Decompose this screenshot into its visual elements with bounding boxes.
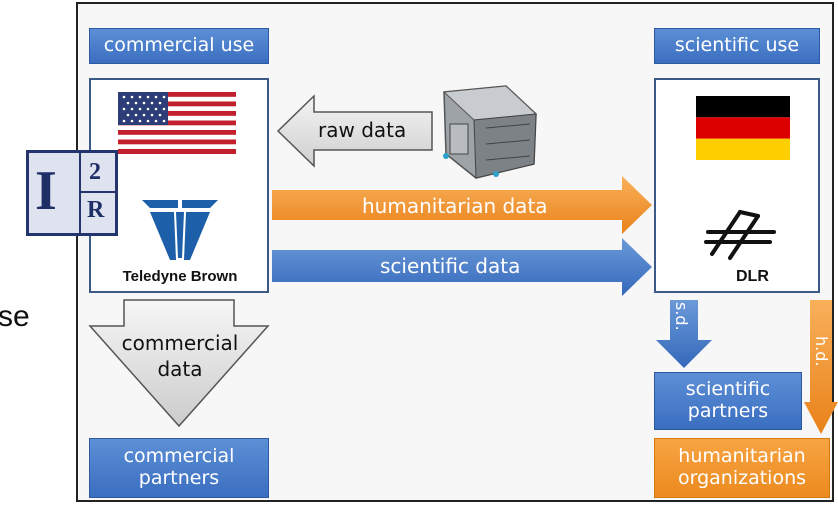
teledyne-logo-icon — [142, 200, 218, 260]
scientific-data-arrow — [272, 238, 652, 296]
humanitarian-organizations-box: humanitarian organizations — [654, 438, 830, 498]
i2r-divider-vertical — [79, 153, 81, 233]
left-edge-text: se — [0, 300, 30, 333]
commercial-data-label: commercial data — [100, 330, 260, 382]
scientific-partners-line1: scientific — [685, 378, 771, 401]
i2r-divider-horizontal — [79, 191, 115, 193]
humanitarian-organizations-line1: humanitarian — [678, 445, 806, 468]
commercial-data-arrow — [88, 299, 270, 428]
humanitarian-data-arrow — [272, 176, 652, 234]
scientific-partners-line2: partners — [687, 400, 769, 422]
commercial-data-line1: commercial — [121, 331, 239, 355]
hd-label: h.d. — [812, 336, 831, 367]
teledyne-brown-label: Teledyne Brown — [122, 268, 238, 285]
humanitarian-organizations-line2: organizations — [677, 467, 807, 489]
dlr-panel — [654, 78, 820, 293]
dlr-label: DLR — [736, 268, 769, 285]
commercial-partners-line2: partners — [138, 467, 220, 489]
raw-data-label: raw data — [318, 118, 407, 142]
raw-data-arrow — [276, 94, 433, 168]
i2r-logo: I 2 R — [26, 150, 118, 236]
scientific-use-label: scientific use — [654, 28, 820, 64]
satellite-icon — [442, 85, 538, 179]
humanitarian-data-label: humanitarian data — [362, 194, 548, 218]
sd-arrow — [656, 300, 712, 368]
commercial-partners-line1: commercial — [123, 445, 235, 468]
scientific-partners-box: scientific partners — [654, 372, 802, 430]
commercial-use-label: commercial use — [89, 28, 269, 64]
sd-label: s.d. — [672, 302, 691, 331]
i2r-number-2: 2 — [89, 159, 101, 185]
i2r-letter-i: I — [35, 160, 57, 222]
commercial-partners-box: commercial partners — [89, 438, 269, 498]
hd-arrow — [804, 300, 838, 434]
us-flag-icon — [118, 92, 236, 154]
scientific-data-label: scientific data — [380, 254, 521, 278]
i2r-letter-r: R — [87, 197, 105, 223]
german-flag-icon — [696, 96, 790, 160]
commercial-data-line2: data — [157, 357, 203, 381]
dlr-logo-icon — [704, 210, 776, 260]
